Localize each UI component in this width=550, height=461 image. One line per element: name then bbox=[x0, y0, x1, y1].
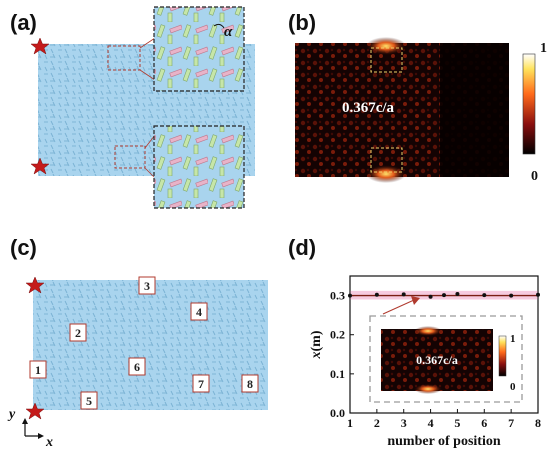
inset-field-map bbox=[381, 329, 493, 391]
position-box bbox=[80, 391, 98, 410]
position-box bbox=[190, 302, 208, 321]
highlight-box-top bbox=[370, 47, 403, 73]
x-tick-label: 8 bbox=[535, 416, 541, 430]
x-tick-label: 3 bbox=[401, 416, 407, 430]
data-point bbox=[536, 292, 540, 297]
position-number: 8 bbox=[247, 377, 253, 391]
position-box bbox=[29, 360, 47, 379]
position-markers: 1 2 3 4 5 6 7 8 bbox=[29, 276, 259, 410]
inset-frequency: 0.367c/a bbox=[416, 353, 458, 367]
position-number: 7 bbox=[198, 377, 204, 391]
inset-colorbar bbox=[498, 335, 507, 377]
source-star-icon bbox=[25, 402, 45, 420]
position-number: 2 bbox=[75, 326, 81, 340]
x-tick-label: 4 bbox=[428, 416, 434, 430]
colorbar-b bbox=[522, 53, 536, 155]
y-tick-label: 0.3 bbox=[330, 289, 345, 303]
y-tick-label: 0.2 bbox=[330, 328, 345, 342]
position-number: 1 bbox=[35, 363, 41, 377]
source-star-icon bbox=[25, 276, 45, 294]
panel-a-label: (a) bbox=[10, 10, 37, 35]
data-point bbox=[442, 293, 446, 298]
x-axis-label: number of position bbox=[387, 434, 501, 449]
zoom-inset-top bbox=[153, 6, 245, 92]
panel-b-label: (b) bbox=[288, 10, 316, 35]
position-box bbox=[128, 357, 146, 376]
axis-x-indicator: x bbox=[45, 435, 53, 450]
position-box bbox=[69, 323, 87, 342]
position-number: 3 bbox=[144, 279, 150, 293]
zoom-region-bottom bbox=[114, 145, 146, 169]
chart-d: 0.0 0.1 0.2 0.3 1 2 3 4 5 6 7 8 0.367c/a 1 0 numbe… bbox=[309, 275, 541, 449]
colorbar-b-max: 1 bbox=[540, 41, 547, 56]
zoom-region-top bbox=[107, 45, 141, 71]
data-point bbox=[428, 294, 433, 299]
data-point bbox=[482, 293, 487, 298]
colorbar-b-min: 0 bbox=[531, 169, 538, 184]
position-number: 6 bbox=[134, 360, 140, 374]
position-number: 5 bbox=[86, 394, 92, 408]
data-point bbox=[401, 292, 406, 297]
position-box bbox=[138, 276, 156, 295]
x-tick-label: 2 bbox=[374, 416, 380, 430]
y-tick-label: 0.0 bbox=[330, 406, 345, 420]
source-star-icon bbox=[30, 157, 50, 175]
crystal-structure-c bbox=[33, 280, 268, 410]
inset-colorbar-max: 1 bbox=[510, 333, 516, 345]
hotspot-top bbox=[366, 37, 406, 55]
panel-c-label: (c) bbox=[10, 235, 37, 260]
inset-colorbar-min: 0 bbox=[510, 381, 516, 393]
data-point bbox=[509, 293, 514, 298]
angle-alpha-label: α bbox=[224, 24, 233, 40]
y-tick-label: 0.1 bbox=[330, 367, 345, 381]
data-point bbox=[374, 292, 379, 297]
source-star-icon bbox=[30, 37, 50, 55]
position-number: 4 bbox=[196, 305, 202, 319]
position-box bbox=[192, 374, 210, 393]
data-point bbox=[348, 293, 352, 298]
zoom-inset-bottom bbox=[153, 125, 245, 209]
x-tick-label: 5 bbox=[454, 416, 460, 430]
inset-frame bbox=[369, 315, 523, 403]
x-tick-label: 6 bbox=[481, 416, 487, 430]
axis-y-indicator: y bbox=[7, 407, 16, 422]
frequency-label-b: 0.367c/a bbox=[342, 100, 395, 116]
position-box bbox=[241, 374, 259, 393]
hotspot-bottom bbox=[366, 165, 406, 183]
y-axis-label: x(m) bbox=[309, 330, 324, 359]
highlight-box-bottom bbox=[370, 147, 403, 173]
x-tick-label: 7 bbox=[508, 416, 514, 430]
x-tick-label: 1 bbox=[347, 416, 353, 430]
panel-d-label: (d) bbox=[288, 235, 316, 260]
data-point bbox=[455, 292, 460, 297]
